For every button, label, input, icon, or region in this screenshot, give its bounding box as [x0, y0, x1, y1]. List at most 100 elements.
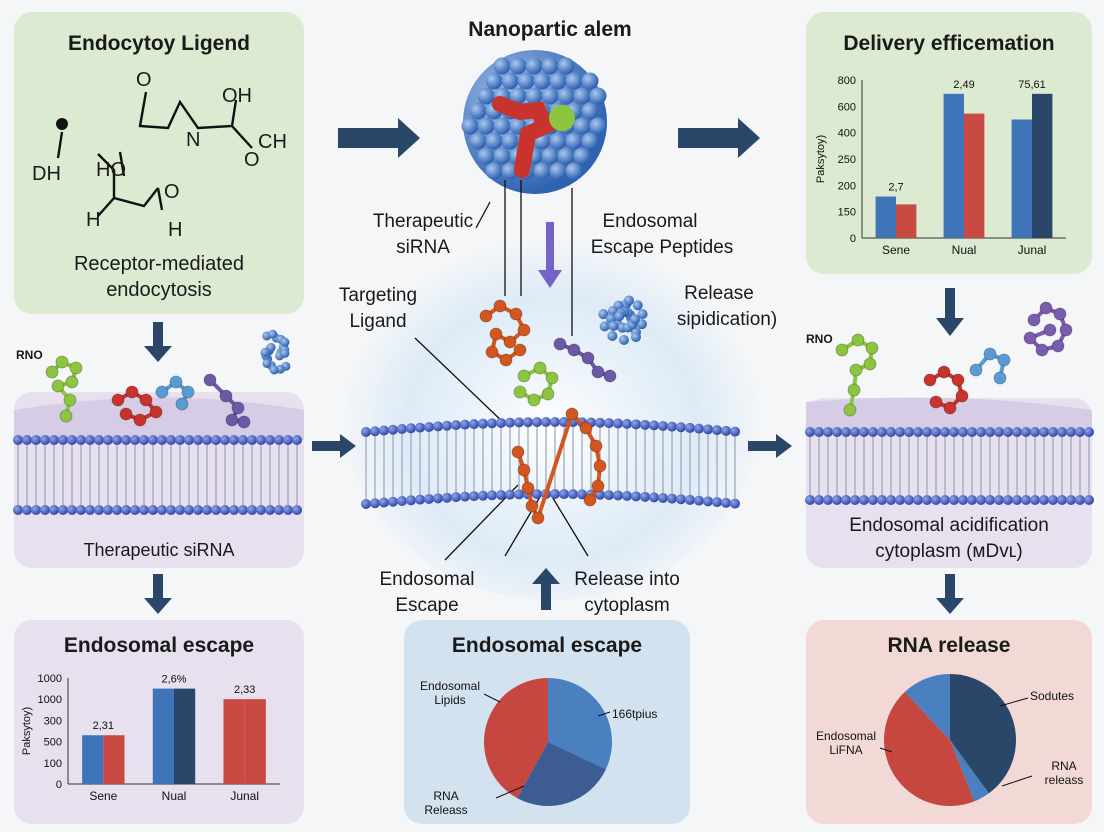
bar [174, 688, 196, 784]
x-tick-label: Sene [89, 789, 117, 803]
bar [964, 113, 985, 238]
label-release-into-2: cytoplasm [584, 595, 670, 616]
bar [896, 204, 917, 238]
bar-chart-1: 1000100030050010002,31Sene2,6%Nual2,33Ju… [21, 673, 280, 803]
label-escape-peptides-1: Endosomal [602, 211, 698, 232]
slice-label: Endosomal [816, 729, 876, 743]
data-label: 75,61 [1018, 79, 1046, 91]
y-tick-label: 0 [56, 779, 62, 791]
caption-cytoplasm: cytoplasm (ᴍDvʟ) [875, 541, 1023, 562]
caption-therapeutic-sirna: Therapeutic siRNA [83, 540, 235, 560]
x-tick-label: Nual [952, 243, 977, 257]
y-tick-label: 800 [838, 75, 856, 87]
caption-endosomal-acidification: Endosomal acidification [849, 515, 1049, 536]
label-targeting-2: Ligand [349, 311, 407, 332]
header-title: Nanopartic alem [468, 18, 632, 41]
data-label: 2,49 [953, 79, 974, 91]
bar [223, 699, 245, 784]
label-endosomal-escape-2: Escape [395, 595, 459, 616]
data-label: 2,33 [234, 684, 255, 696]
panel-title-endosomal-escape-pie: Endosomal escape [451, 634, 643, 657]
chem-label-n: N [186, 129, 201, 151]
data-label: 2,6% [161, 674, 186, 686]
slice-label: RNA [1051, 759, 1076, 773]
label-release-1: Release [684, 283, 754, 304]
y-axis-label: Рaksytoy) [21, 707, 33, 755]
label-therapeutic-sirna-1: Therapeutic [372, 211, 474, 232]
pie-slice [883, 691, 975, 806]
pie-slice [484, 678, 548, 799]
x-tick-label: Nual [162, 789, 187, 803]
chem-label-o2: O [164, 181, 180, 203]
bar [244, 699, 266, 784]
slice-label: 166tpius [612, 707, 657, 721]
y-axis-label: Рaksytoy) [815, 135, 827, 183]
panel-title-endosomal-escape-bar: Endosomal escape [63, 634, 255, 657]
y-tick-label: 250 [838, 154, 856, 166]
panel-title-endocytosis-ligand: Endocytoy Ligend [67, 32, 250, 55]
y-tick-label: 100 [44, 758, 62, 770]
label-rno-right: RNO [806, 332, 833, 346]
bar [875, 196, 896, 238]
bar [152, 688, 174, 784]
pie-slice [950, 740, 989, 802]
chem-label-oh: OH [222, 85, 252, 107]
x-tick-label: Sene [882, 243, 910, 257]
slice-label: RNA [433, 789, 458, 803]
bar [103, 735, 125, 784]
y-tick-label: 600 [838, 101, 856, 113]
leader-line [1001, 775, 1033, 787]
leader-line [495, 785, 525, 799]
bar [943, 93, 964, 238]
chem-label-ch: CH [258, 131, 287, 153]
panel-title-delivery-efficiency: Delivery efficemation [843, 32, 1055, 55]
panel-title-rna-release: RNA release [887, 634, 1011, 657]
slice-label: releass [1045, 773, 1084, 787]
leader-line [999, 697, 1029, 707]
slice-label: LiFNA [829, 743, 862, 757]
leader-line [597, 711, 611, 717]
chemical-structure [56, 91, 253, 217]
chem-label-o3: O [244, 149, 260, 171]
nanoparticle [461, 50, 607, 194]
bar [1011, 119, 1032, 238]
y-tick-label: 0 [850, 233, 856, 245]
flow-arrows [144, 118, 964, 614]
data-label: 2,7 [888, 182, 903, 194]
pie-slice [517, 742, 606, 806]
caption-endocytosis: endocytosis [106, 279, 212, 301]
y-tick-label: 400 [838, 128, 856, 140]
pie-slice [950, 674, 1016, 794]
label-rno-left: RNO [16, 348, 43, 362]
y-tick-label: 500 [44, 737, 62, 749]
bar [1032, 93, 1053, 238]
label-targeting-1: Targeting [338, 285, 418, 306]
caption-receptor-mediated: Receptor-mediated [73, 253, 245, 275]
chem-label-dh: DH [32, 163, 61, 185]
pie-slice [904, 674, 950, 740]
leader-line [879, 747, 893, 753]
chem-label-h1: H [86, 209, 101, 231]
leader-line [483, 693, 501, 703]
x-tick-label: Junal [1018, 243, 1047, 257]
x-tick-label: Junal [230, 789, 259, 803]
slice-label: Sodutes [1030, 689, 1074, 703]
bar-chart-0: 80060040025020015002,7Sene2,49Nual75,61J… [815, 75, 1066, 257]
y-tick-label: 200 [838, 180, 856, 192]
bar [82, 735, 104, 784]
slice-label: Endosomal [420, 679, 480, 693]
chem-label-h2: H [168, 219, 183, 241]
chem-label-ho: HO [96, 159, 126, 181]
label-endosomal-escape-1: Endosomal [379, 569, 475, 590]
pie-slice [548, 678, 612, 770]
data-label: 2,31 [93, 720, 114, 732]
slice-label: Lipids [434, 693, 465, 707]
panel-endocytosis-ligand [14, 12, 304, 314]
chem-label-o1: O [136, 69, 152, 91]
y-tick-label: 1000 [38, 694, 62, 706]
label-release-into-1: Release into [574, 569, 680, 590]
slice-label: Releass [424, 803, 467, 817]
